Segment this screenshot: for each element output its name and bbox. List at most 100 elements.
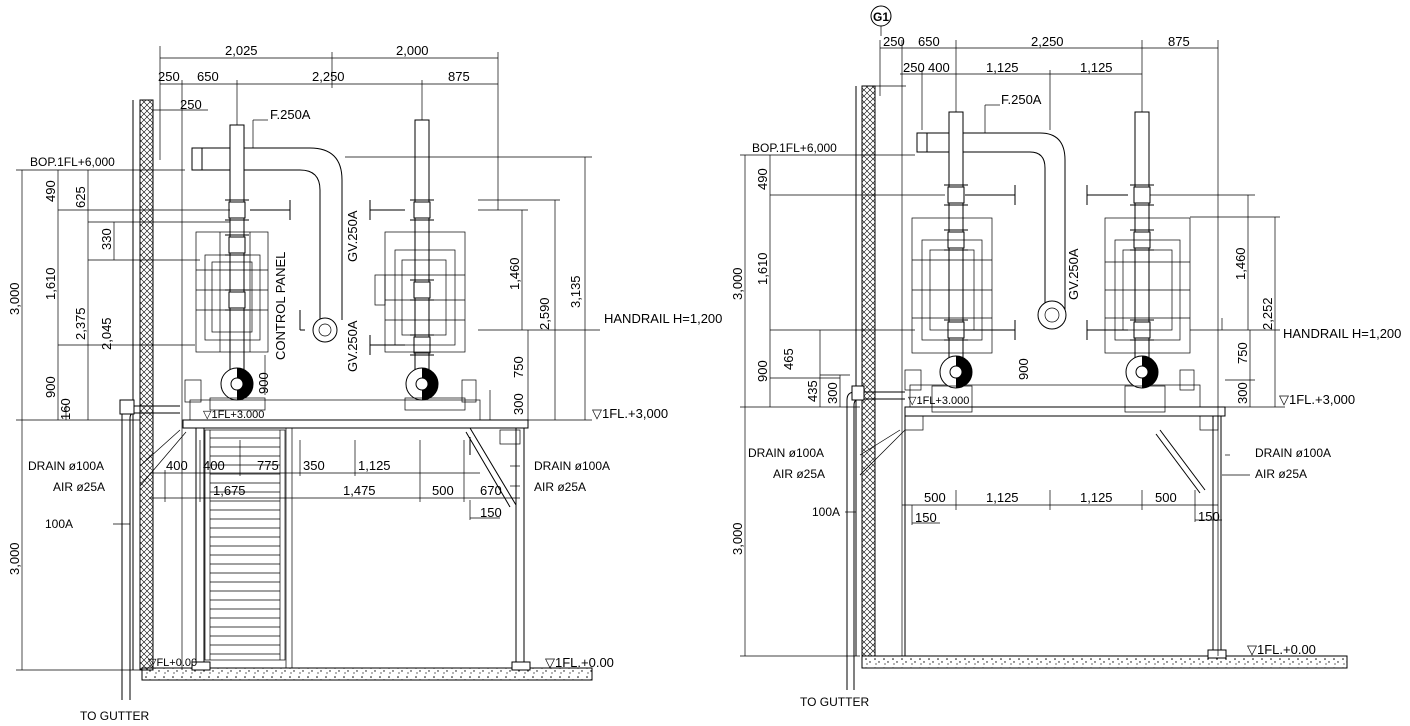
support-column xyxy=(515,427,525,669)
dim-label: 3,000 xyxy=(7,542,22,575)
handrail-label: HANDRAIL H=1,200 xyxy=(604,311,722,326)
gate-valve-label: GV.250A xyxy=(345,210,360,262)
dim-label: 2,375 xyxy=(73,307,88,340)
level-mark-ground: ▽1FL.+0.00 xyxy=(545,655,614,670)
dim-label: 3,000 xyxy=(730,267,745,300)
pipe-label: F.250A xyxy=(1001,92,1042,107)
dim-label: 875 xyxy=(1168,34,1190,49)
dim-label: 500 xyxy=(1155,490,1177,505)
dim-label: 875 xyxy=(448,69,470,84)
drain-label: DRAIN ø100A xyxy=(28,459,104,473)
dim-label: 330 xyxy=(99,228,114,250)
pump-assembly xyxy=(911,217,993,354)
dim-label: 2,590 xyxy=(537,297,552,330)
dim-label: 150 xyxy=(480,505,502,520)
level-mark-1fl: ▽1FL.+3,000 xyxy=(592,406,668,421)
dim-label: 3,135 xyxy=(568,275,583,308)
pipe-size-label: 100A xyxy=(812,505,840,519)
dim-label: 465 xyxy=(781,348,796,370)
level-mark-bop: BOP.1FL+6,000 xyxy=(30,155,115,169)
dim-label: 775 xyxy=(257,458,279,473)
dim-label: 160 xyxy=(58,398,73,420)
dim-label: 900 xyxy=(755,360,770,382)
air-label: AIR ø25A xyxy=(534,480,586,494)
pipe-size-label: 100A xyxy=(45,517,73,531)
gate-valve-label: GV.250A xyxy=(1066,248,1081,300)
dim-label: 650 xyxy=(918,34,940,49)
dim-label: 2,250 xyxy=(1031,34,1064,49)
to-gutter-label: TO GUTTER xyxy=(80,709,149,723)
dim-label: 300 xyxy=(825,382,840,404)
dim-label: 300 xyxy=(511,393,526,415)
dim-label: 3,000 xyxy=(730,522,745,555)
dim-label: 1,460 xyxy=(507,257,522,290)
dim-label: 2,250 xyxy=(312,69,345,84)
dim-label: 670 xyxy=(480,483,502,498)
dim-label: 2,025 xyxy=(225,43,258,58)
staircase xyxy=(204,429,286,661)
grid-tag: G1 xyxy=(873,10,889,24)
small-level-mark: ▽FL+0.00 xyxy=(148,657,197,669)
dim-label: 490 xyxy=(43,180,58,202)
air-label: AIR ø25A xyxy=(773,467,825,481)
platform-deck xyxy=(904,406,1226,417)
concrete-wall xyxy=(139,99,154,671)
gate-valve-label: GV.250A xyxy=(345,320,360,372)
dim-label: 1,125 xyxy=(1080,490,1113,505)
dim-label: 750 xyxy=(511,356,526,378)
dim-label: 500 xyxy=(924,490,946,505)
dim-label: 3,000 xyxy=(7,282,22,315)
dim-label: 1,610 xyxy=(43,267,58,300)
dim-label: 900 xyxy=(43,376,58,398)
dim-label: 250 xyxy=(158,69,180,84)
small-level-mark: ▽1FL+3.000 xyxy=(203,409,264,421)
ground-slab xyxy=(141,667,593,681)
dim-label: 435 xyxy=(805,380,820,402)
dim-label: 250 xyxy=(180,97,202,112)
dim-label: 1,610 xyxy=(755,252,770,285)
dim-label: 400 xyxy=(203,458,225,473)
drain-label: DRAIN ø100A xyxy=(534,459,610,473)
dim-label: 1,125 xyxy=(986,60,1019,75)
support-column xyxy=(1212,415,1222,657)
handrail-label: HANDRAIL H=1,200 xyxy=(1283,326,1401,341)
dim-label: 1,125 xyxy=(986,490,1019,505)
dim-label: 1,675 xyxy=(213,483,246,498)
level-mark-ground: ▽1FL.+0.00 xyxy=(1247,642,1316,657)
level-mark-bop: BOP.1FL+6,000 xyxy=(752,141,837,155)
dim-label: 250 xyxy=(883,34,905,49)
dim-label: 150 xyxy=(915,510,937,525)
dim-label: 400 xyxy=(166,458,188,473)
dim-label: 900 xyxy=(256,372,271,394)
ground-slab xyxy=(861,655,1348,669)
left-elevation: 2,025 2,000 250 650 2,250 875 250 F.250A… xyxy=(7,43,722,723)
dim-label: 625 xyxy=(73,186,88,208)
dim-label: 350 xyxy=(303,458,325,473)
drain-label: DRAIN ø100A xyxy=(1255,446,1331,460)
small-level-mark: ▽1FL+3.000 xyxy=(908,395,969,407)
dim-label: 900 xyxy=(1016,358,1031,380)
dim-label: 1,125 xyxy=(358,458,391,473)
dim-label: 1,125 xyxy=(1080,60,1113,75)
to-gutter-label: TO GUTTER xyxy=(800,695,869,709)
air-label: AIR ø25A xyxy=(53,480,105,494)
dim-label: 1,460 xyxy=(1233,247,1248,280)
dim-label: 500 xyxy=(432,483,454,498)
dim-label: 490 xyxy=(755,168,770,190)
dim-label: 1,475 xyxy=(343,483,376,498)
control-panel-label: CONTROL PANEL xyxy=(273,252,288,360)
dim-label: 150 xyxy=(1198,509,1220,524)
air-label: AIR ø25A xyxy=(1255,467,1307,481)
drain-label: DRAIN ø100A xyxy=(748,446,824,460)
dim-label: 400 xyxy=(928,60,950,75)
dim-label: 2,252 xyxy=(1260,297,1275,330)
dim-label: 750 xyxy=(1235,342,1250,364)
pump-assembly xyxy=(195,231,269,353)
dim-label: 2,045 xyxy=(99,317,114,350)
pump-assembly xyxy=(1104,217,1191,354)
dim-label: 650 xyxy=(197,69,219,84)
dim-label: 250 xyxy=(903,60,925,75)
pump-assembly xyxy=(374,231,466,353)
platform-deck xyxy=(182,419,529,429)
